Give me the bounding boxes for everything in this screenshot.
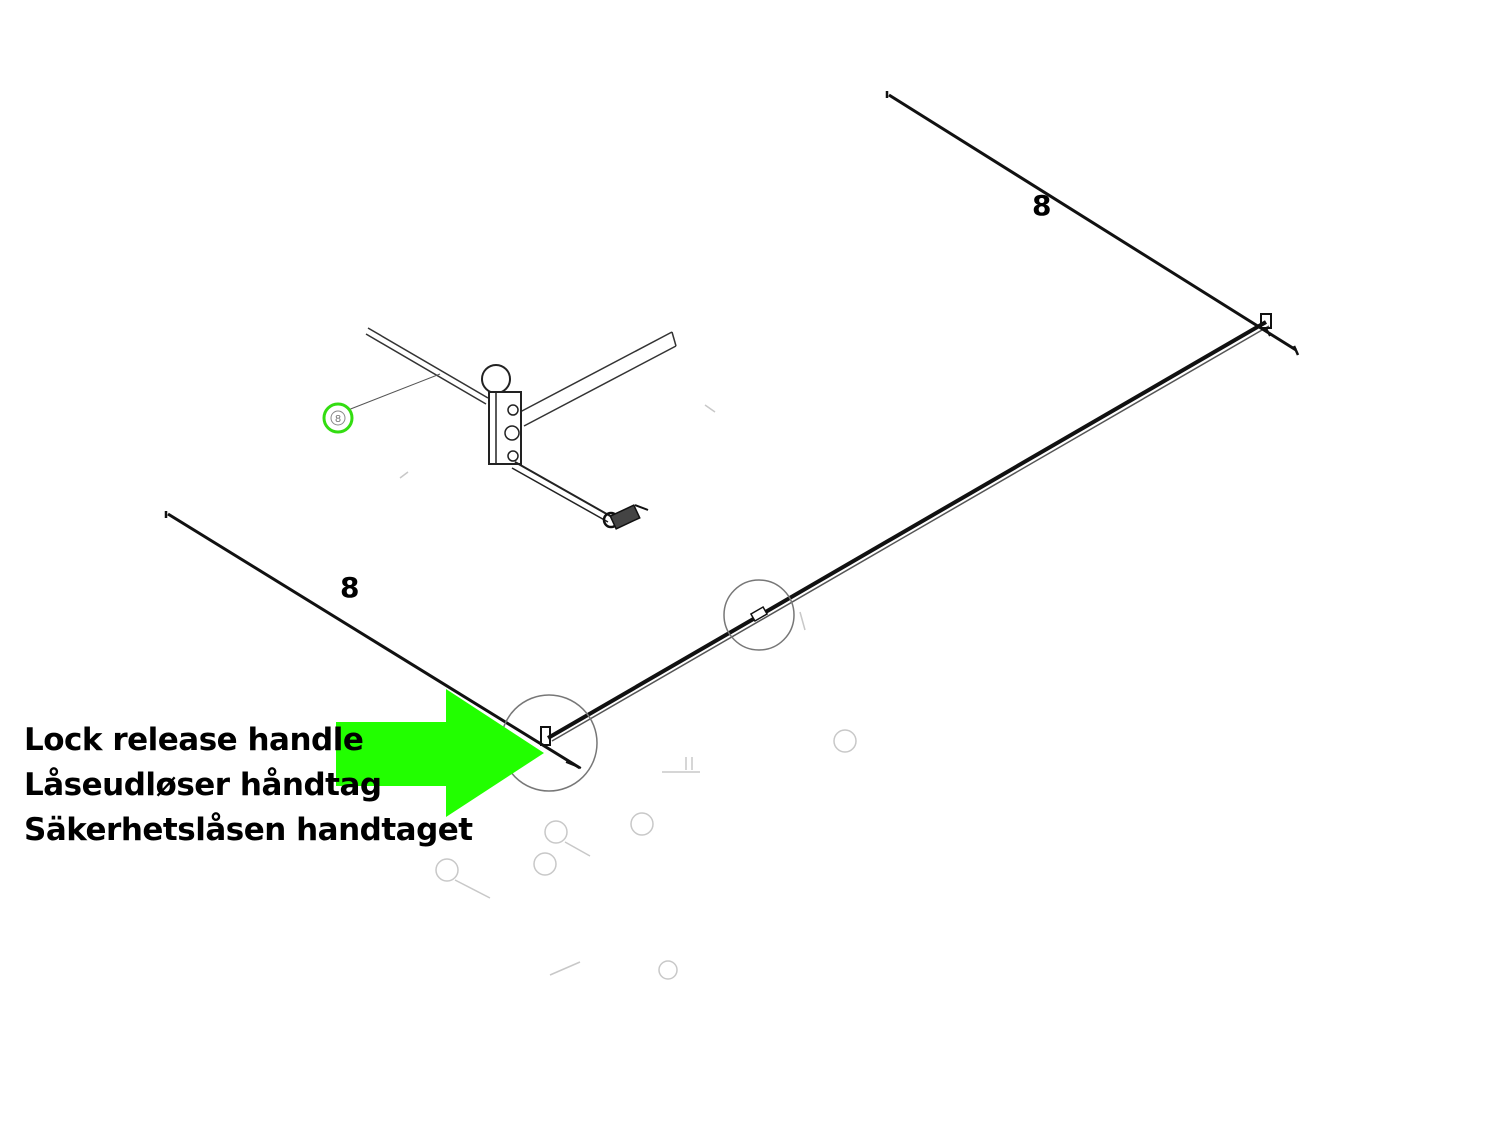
part-number-label-lower: 8 [340,571,359,604]
lower-rod-part-8 [164,511,582,770]
green-arrow [336,689,544,817]
long-rod-shadow [551,325,1270,742]
detail-callout-circle [330,410,346,426]
upper-rod-part-8 [885,91,1300,356]
detail-callout-number: 8 [335,414,341,425]
long-rod [546,320,1268,740]
faint-background-marks [399,404,857,980]
part-number-label-upper: 8 [1032,189,1051,222]
caption-swedish: Säkerhetslåsen handtaget [24,812,473,848]
highlight-ring [322,402,354,434]
coupling-detail-circle [723,579,795,651]
caption-english: Lock release handle [24,722,364,758]
handle-caption: Lock release handle Låseudløser håndtag … [24,718,473,853]
caption-danish: Låseudløser håndtag [24,767,382,803]
lock-mechanism-detail [347,327,677,530]
rod-coupling [749,606,769,622]
